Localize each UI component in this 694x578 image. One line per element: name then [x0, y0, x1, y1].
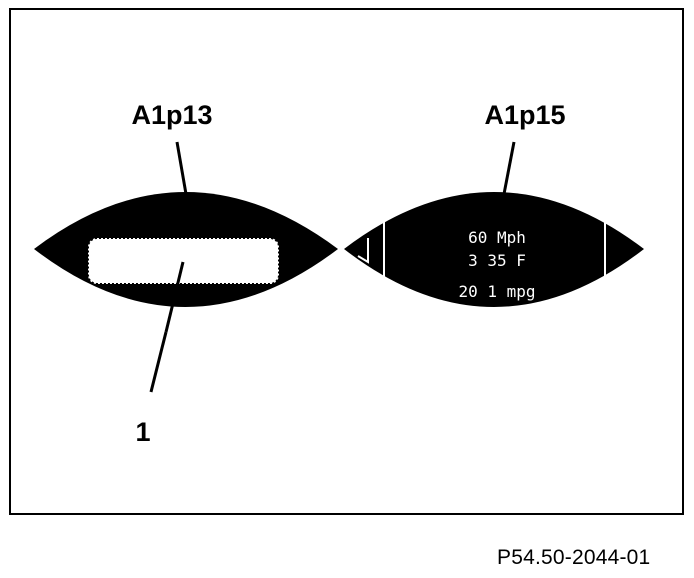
right-display-a1p15: V 60 Mph 3 35 F 20 1 mpg — [344, 192, 644, 307]
reference-code: P54.50-2044-01 — [497, 546, 651, 569]
right-display-housing — [344, 192, 644, 307]
left-display-a1p13 — [34, 192, 338, 307]
callout-1: 1 — [135, 417, 150, 447]
leader-line-a1p15 — [502, 141, 516, 195]
leader-line-callout-1 — [149, 261, 185, 393]
right-display-line-2: 3 35 F — [468, 251, 526, 270]
right-display-line-3: 20 1 mpg — [458, 282, 535, 301]
leader-line-a1p13 — [175, 141, 188, 195]
right-display-corner-mark — [357, 238, 369, 264]
label-a1p13: A1p13 — [131, 100, 212, 130]
right-display-line-1: 60 Mph — [468, 228, 526, 247]
left-display-window — [88, 238, 279, 284]
label-a1p15: A1p15 — [484, 100, 565, 130]
